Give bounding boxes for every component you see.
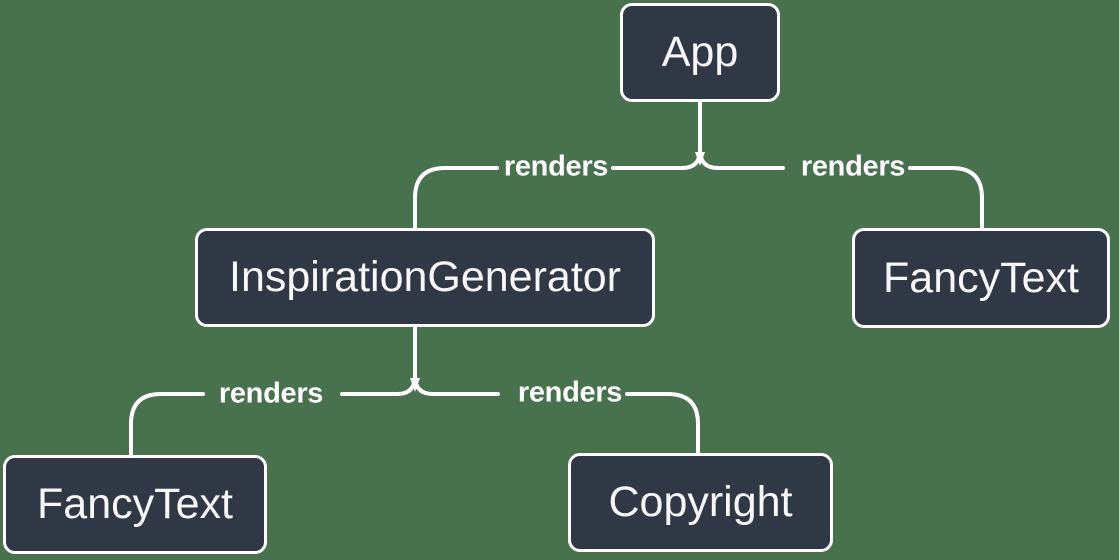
edge-inspiration-generator-junction (340, 325, 500, 396)
edge-label-renders-app-inspiration: renders (503, 150, 609, 183)
edge-label-renders-inspiration-fancytext: renders (218, 377, 324, 410)
node-fancy-text-top: FancyText (852, 228, 1110, 328)
edge-app-to-inspiration-generator (413, 166, 499, 230)
node-app: App (620, 3, 780, 102)
edge-app-junction (611, 100, 785, 170)
node-app-label: App (661, 28, 739, 76)
node-copyright: Copyright (568, 453, 833, 552)
edge-label-renders-app-fancytext: renders (800, 150, 906, 183)
node-copyright-label: Copyright (608, 478, 793, 526)
node-inspiration-generator: InspirationGenerator (195, 228, 655, 327)
edge-inspiration-generator-to-copyright (625, 392, 700, 455)
edge-app-to-fancy-text (908, 166, 984, 230)
node-fancy-text-top-label: FancyText (883, 253, 1079, 302)
node-fancy-text-bottom: FancyText (3, 455, 267, 554)
edge-inspiration-generator-to-fancy-text (129, 392, 205, 457)
edge-label-renders-inspiration-copyright: renders (517, 376, 623, 409)
node-fancy-text-bottom-label: FancyText (37, 480, 233, 528)
node-inspiration-generator-label: InspirationGenerator (229, 253, 621, 301)
